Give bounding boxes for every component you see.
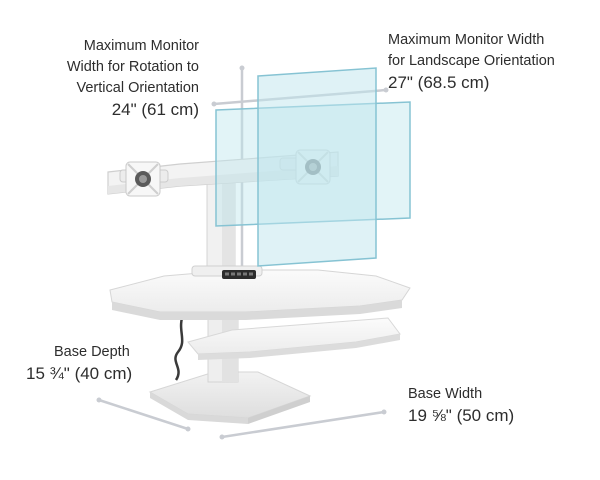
work-surface xyxy=(109,265,411,320)
vertical-orientation-label: Maximum Monitor Width for Rotation to Ve… xyxy=(67,36,199,121)
width-dimension-cap-right xyxy=(381,409,387,415)
cable xyxy=(174,311,186,381)
vertical-dimension-cap-top xyxy=(239,65,245,71)
vesa-mount-left xyxy=(125,161,161,197)
landscape-label-line: for Landscape Orientation xyxy=(388,53,555,69)
monitor-outlines xyxy=(215,67,411,267)
landscape-orientation-label: Maximum Monitor Width for Landscape Orie… xyxy=(388,30,555,94)
landscape-dimension-cap-left xyxy=(211,101,217,107)
base-width-label-value: 19 ⅝" (50 cm) xyxy=(408,406,515,425)
vertical-label-line: Maximum Monitor xyxy=(83,38,199,54)
base-depth-label-value: 15 ¾" (40 cm) xyxy=(26,364,133,383)
base-depth-label-line: Base Depth xyxy=(54,344,130,360)
width-dimension-cap-left xyxy=(219,434,225,440)
vertical-label-line: Width for Rotation to xyxy=(66,59,199,75)
vertical-label-value: 24" (61 cm) xyxy=(111,100,199,119)
depth-dimension-cap-right xyxy=(185,426,191,432)
base-width-label: Base Width 19 ⅝" (50 cm) xyxy=(408,384,514,427)
vertical-label-line: Vertical Orientation xyxy=(76,80,199,96)
keyboard-tray xyxy=(187,317,401,360)
vertical-monitor-outline xyxy=(257,67,377,267)
depth-dimension-line xyxy=(98,398,189,431)
width-dimension-line xyxy=(221,410,385,439)
control-panel xyxy=(222,270,256,279)
depth-dimension-cap-left xyxy=(96,397,102,403)
landscape-dimension-cap-right xyxy=(383,87,389,93)
landscape-label-value: 27" (68.5 cm) xyxy=(388,73,490,92)
landscape-label-line: Maximum Monitor Width xyxy=(388,32,545,48)
base-width-label-line: Base Width xyxy=(408,386,483,402)
base-depth-label: Base Depth 15 ¾" (40 cm) xyxy=(26,342,132,385)
